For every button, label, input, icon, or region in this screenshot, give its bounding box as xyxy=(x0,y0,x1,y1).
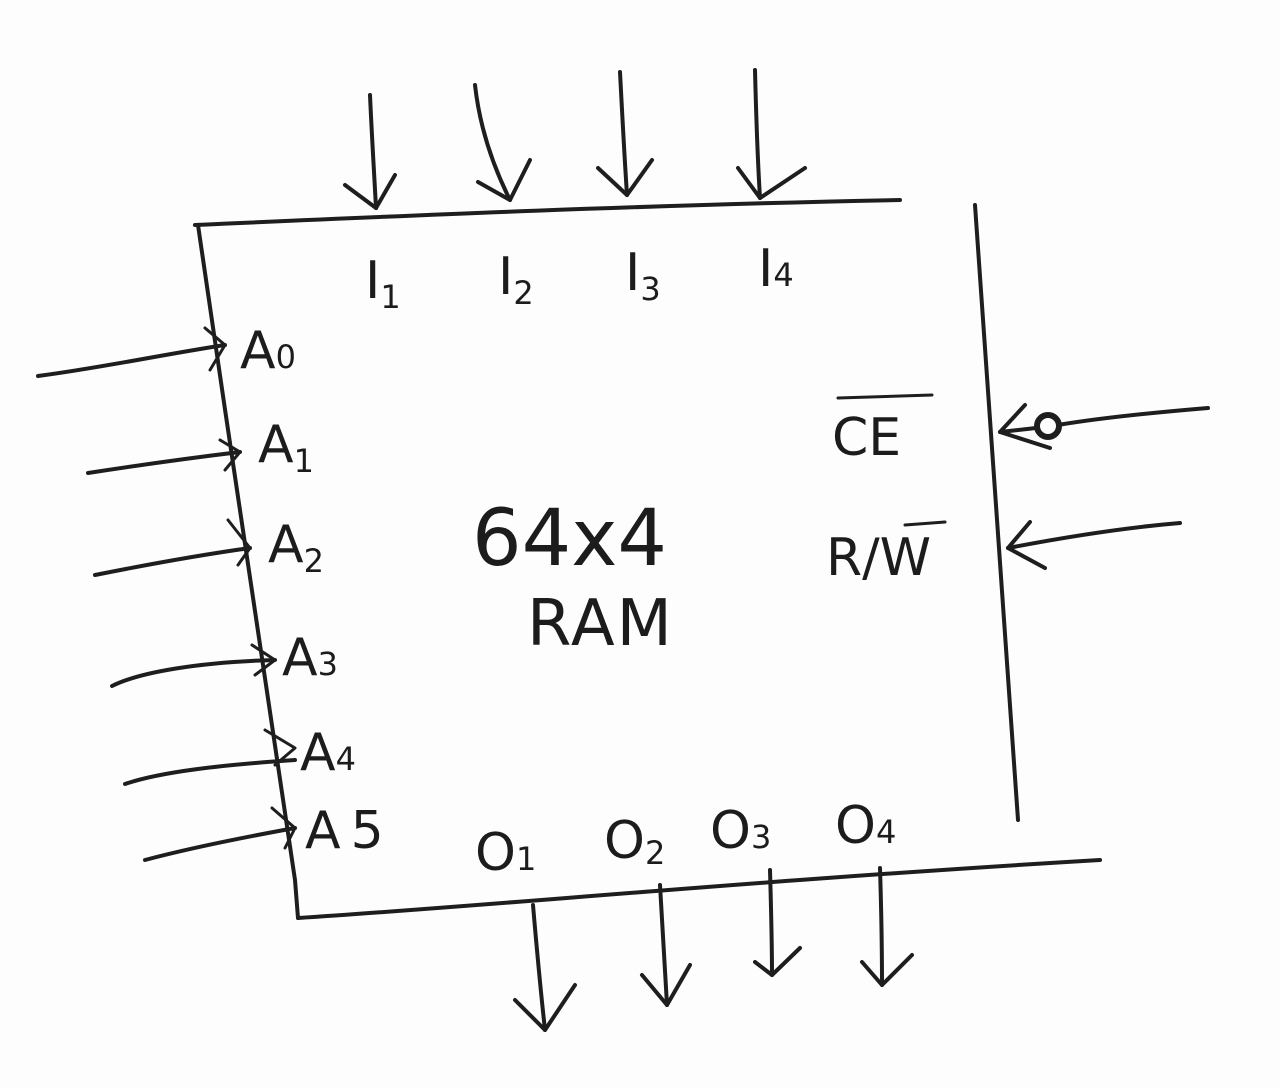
data-input-arrow xyxy=(596,70,654,197)
chip-enable-arrow xyxy=(998,403,1210,450)
pin-label-o3: O3 xyxy=(710,801,771,861)
pin-label-i2: I2 xyxy=(498,247,534,312)
pin-label-rw: R/W xyxy=(826,528,931,588)
data-input-arrow xyxy=(736,68,807,200)
pin-label-a2: A2 xyxy=(268,515,324,580)
chip-size-label: 64x4 xyxy=(472,494,667,584)
ce-overbar xyxy=(836,393,934,400)
address-input-arrows xyxy=(36,326,297,862)
chip-bottom-edge xyxy=(296,858,1102,920)
chip-name: 64x4 RAM xyxy=(472,494,674,661)
pin-label-o4: O4 xyxy=(835,796,896,856)
pin-label-i3: I3 xyxy=(625,243,661,308)
data-output-arrows xyxy=(513,866,914,1032)
address-input-arrow xyxy=(93,518,252,577)
data-input-labels: I1 I2 I3 I4 xyxy=(365,239,794,316)
pin-label-a0: A0 xyxy=(240,321,296,381)
control-labels: CE R/W xyxy=(826,393,947,588)
pin-label-a1: A1 xyxy=(258,415,314,480)
chip-top-edge xyxy=(193,198,902,227)
data-input-arrow xyxy=(473,83,532,202)
pin-label-i1: I1 xyxy=(365,251,401,316)
active-low-bubble xyxy=(1034,412,1062,440)
pin-label-o2: O2 xyxy=(604,811,665,872)
output-labels: O1 O2 O3 O4 xyxy=(475,796,896,883)
data-output-arrow xyxy=(513,903,577,1032)
pin-label-i4: I4 xyxy=(758,239,794,299)
address-input-arrow xyxy=(86,438,242,475)
pin-label-a4: A4 xyxy=(300,723,356,783)
read-write-arrow xyxy=(1006,520,1182,570)
address-input-arrow xyxy=(36,326,227,378)
data-output-arrow xyxy=(860,866,914,987)
data-output-arrow xyxy=(640,883,692,1007)
address-input-arrow xyxy=(143,806,297,862)
control-input-arrows xyxy=(998,403,1210,570)
w-overbar xyxy=(903,520,947,527)
chip-right-edge xyxy=(973,203,1020,822)
pin-label-ce: CE xyxy=(832,408,901,468)
pin-label-a3: A3 xyxy=(282,628,338,688)
chip-type-label: RAM xyxy=(527,587,674,661)
data-input-arrow xyxy=(343,93,397,210)
data-input-arrows xyxy=(343,68,807,210)
data-output-arrow xyxy=(753,868,802,977)
address-input-arrow xyxy=(123,728,297,786)
pin-label-o1: O1 xyxy=(475,823,536,883)
address-input-arrow xyxy=(110,643,277,688)
